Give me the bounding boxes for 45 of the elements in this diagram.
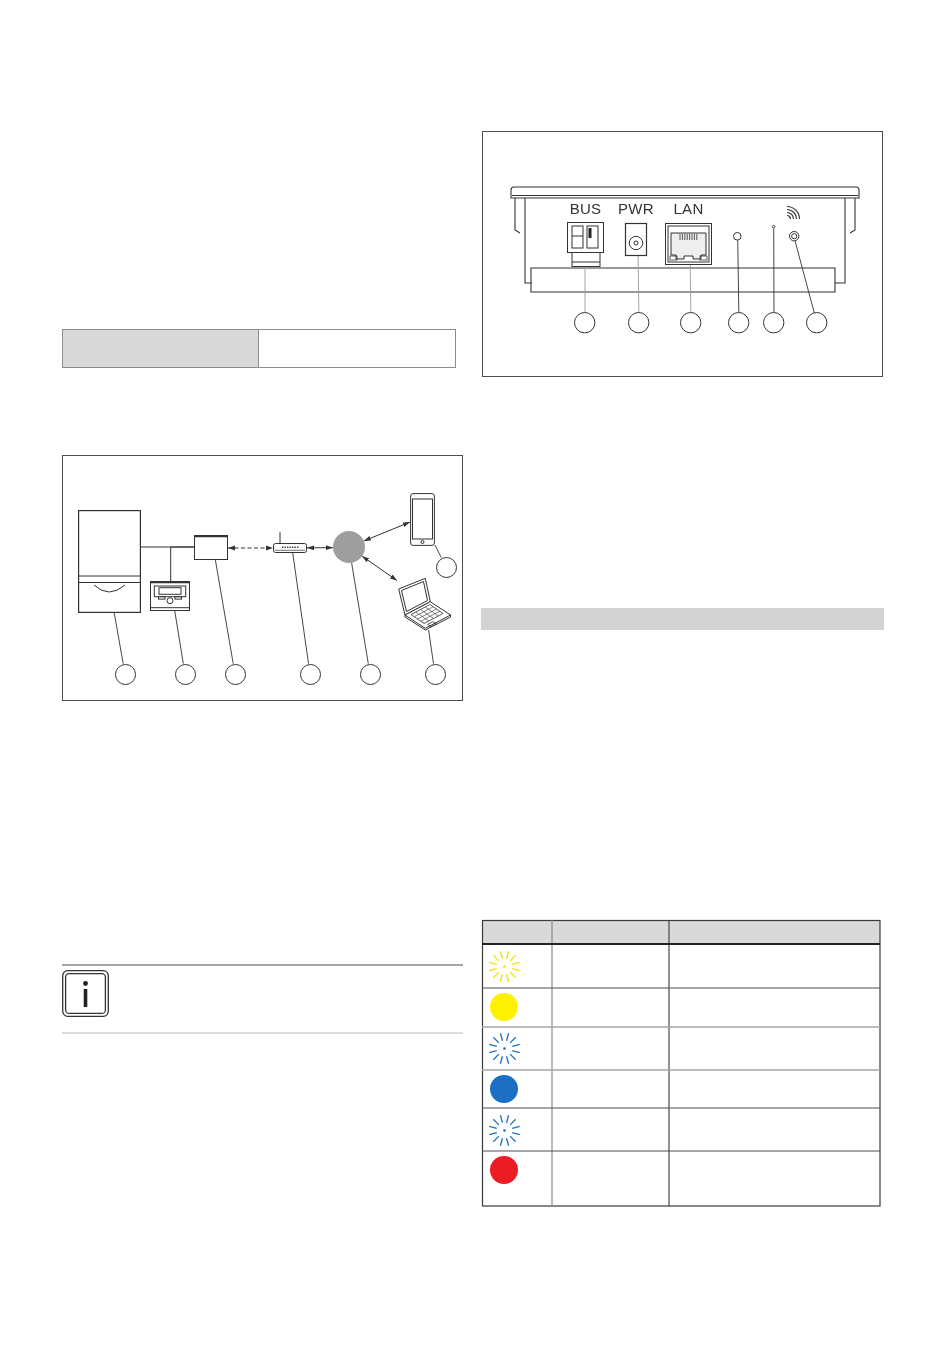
port-label: PWR: [618, 200, 654, 217]
section-heading-bar: [481, 608, 884, 630]
router-drawing: [273, 531, 307, 553]
callout-circle: [628, 312, 650, 334]
leader-line: [174, 610, 184, 665]
callout-circle: [359, 663, 381, 685]
push-button: [788, 230, 799, 242]
callout-circle: [806, 312, 828, 334]
network-circle: [333, 531, 365, 563]
leader-line: [637, 255, 640, 313]
callout-circle: [299, 663, 321, 685]
leader-line: [292, 552, 309, 665]
leader-line: [773, 227, 775, 313]
led-indicator: [733, 231, 742, 241]
leader-line: [737, 239, 740, 313]
leader-line: [113, 612, 124, 665]
smartphone-drawing: [410, 493, 435, 546]
connector-line: [170, 546, 195, 582]
leader-line: [689, 264, 692, 313]
callout-circle: [224, 663, 246, 685]
callout-circle: [574, 312, 596, 334]
reset-hole: [772, 225, 776, 229]
leader-line: [584, 266, 586, 313]
callout-circle: [728, 312, 750, 334]
laptop-drawing: [397, 577, 452, 630]
double-arrow: [227, 545, 274, 551]
callout-circle: [174, 663, 196, 685]
leader-line: [428, 629, 434, 665]
leader-line: [351, 562, 369, 665]
callout-circle: [114, 663, 136, 685]
double-arrow: [363, 521, 411, 542]
boiler-drawing: [78, 510, 141, 613]
leader-line: [214, 559, 234, 665]
port-label: BUS: [569, 200, 602, 217]
port-label: LAN: [673, 200, 704, 217]
callout-circle: [424, 663, 446, 685]
gateway-box: [194, 535, 228, 560]
callout-circle: [680, 312, 702, 334]
callout-circle: [763, 312, 785, 334]
double-arrow: [361, 555, 398, 581]
leader-line: [794, 240, 815, 314]
double-arrow: [306, 545, 334, 551]
leader-line: [434, 544, 442, 559]
control-unit-drawing: [150, 581, 190, 611]
callout-circle: [435, 556, 457, 578]
